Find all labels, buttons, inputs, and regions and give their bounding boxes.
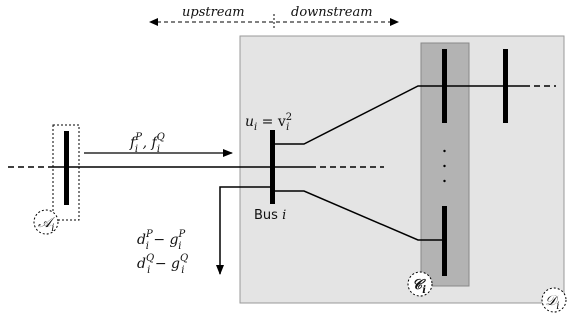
child-bus-top — [442, 49, 447, 123]
children-set-circle — [407, 271, 433, 297]
ellipsis-dot — [443, 179, 446, 183]
demand-arrow — [216, 186, 270, 275]
downstream-set-circle — [541, 287, 567, 313]
bus-label: Bus i — [254, 208, 286, 223]
ancestor-set-circle — [33, 209, 59, 235]
child-bus-bottom — [442, 206, 447, 276]
ellipsis-dot — [443, 149, 446, 153]
bus-i-bar — [270, 130, 275, 204]
downstream-set-label: 𝒟i — [545, 293, 559, 312]
ancestor-set-label: 𝒜i — [38, 215, 55, 234]
ancestor-bus-bar — [64, 131, 69, 205]
upstream-label: upstream — [182, 5, 245, 20]
ellipsis-dot — [443, 164, 446, 168]
downstream-label: downstream — [291, 5, 373, 20]
descendant-bus — [503, 49, 508, 123]
branch-upper — [275, 85, 447, 145]
ancestor-box — [52, 124, 80, 221]
downstream-region — [239, 35, 565, 304]
branch-lower — [275, 190, 447, 241]
